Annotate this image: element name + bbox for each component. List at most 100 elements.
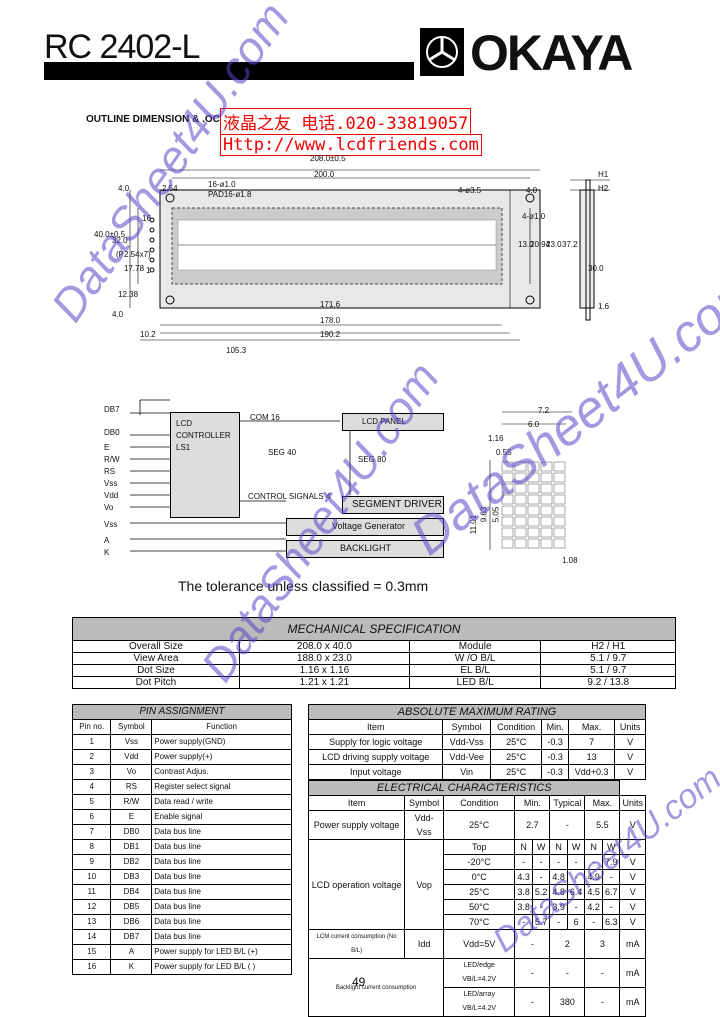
dot-cell: [527, 538, 540, 549]
dim-pin-hole: 16-ø1.0: [208, 180, 236, 189]
dot-cell: [514, 527, 527, 538]
dim-mount-hole: 4-ø3.5: [458, 186, 482, 195]
dot-cell: [501, 505, 514, 516]
pin-no: 10: [71, 869, 112, 885]
outline-drawing: [129, 169, 610, 341]
ec-head-cell: Symbol: [404, 795, 445, 811]
mech-cell: 1.21 x 1.21: [238, 676, 410, 689]
mech-cell: LED B/L: [408, 676, 542, 689]
dot-cell: [540, 494, 553, 505]
dim-1-6: 1.6: [598, 302, 610, 311]
seg80-label: SEG 80: [358, 455, 387, 464]
mech-cell: 9.2 / 13.8: [540, 676, 676, 689]
ec-cell: 2: [549, 929, 586, 959]
pin-no: 15: [71, 944, 112, 960]
block-input-label: Vss: [104, 520, 118, 529]
pin-symbol: DB5: [110, 899, 153, 915]
pin-no: 1: [71, 734, 112, 750]
block-input-label: K: [104, 548, 110, 557]
dot-cell: [514, 505, 527, 516]
amr-cell: V: [614, 749, 646, 765]
ec-head-cell: Min.: [514, 795, 551, 811]
dot-cell: [553, 461, 566, 472]
dim-190-2: 190.2: [320, 330, 341, 339]
dot-dim-6: 6.0: [528, 420, 540, 429]
mech-cell: W /O B/L: [408, 652, 542, 665]
dot-cell: [501, 494, 514, 505]
ec-cell: -: [514, 854, 533, 870]
ec-cell: mA: [619, 987, 646, 1017]
dot-cell: [553, 483, 566, 494]
ec-head-cell: Item: [307, 795, 406, 811]
pin-head-symbol: Symbol: [110, 719, 153, 735]
mech-cell: EL B/L: [408, 664, 542, 677]
dot-cell: [514, 494, 527, 505]
dim-4-left: 4.0: [118, 184, 130, 193]
dim-overall-width: 208.0±0.5: [310, 154, 346, 163]
ec-cell: 6.7: [601, 884, 621, 900]
pin-no: 4: [71, 779, 112, 795]
pin-function: Data read / write: [151, 794, 292, 810]
dot-cell: [501, 461, 514, 472]
amr-title: ABSOLUTE MAXIMUM RATING: [308, 704, 646, 720]
page-number: 49: [352, 975, 366, 989]
block-input-label: Vss: [104, 479, 118, 488]
dot-cell: [501, 538, 514, 549]
pin-title: PIN ASSIGNMENT: [72, 704, 292, 720]
stamp-line1: 液晶之友 电话.020-33819057: [220, 108, 472, 135]
amr-cell: V: [614, 734, 646, 750]
mech-cell: H2 / H1: [540, 640, 676, 653]
stamp-line2[interactable]: Http://www.lcdfriends.com: [220, 134, 482, 156]
dot-cell: [553, 472, 566, 483]
pin-symbol: A: [110, 944, 153, 960]
ec-cell: Idd: [404, 929, 445, 959]
amr-head-cell: Symbol: [442, 719, 491, 735]
pin-function: Enable signal: [151, 809, 292, 825]
pin-function: Contrast Adjus.: [151, 764, 292, 780]
pin-symbol: DB2: [110, 854, 153, 870]
ec-cell: mA: [619, 929, 646, 959]
amr-cell: Vdd-Vss: [442, 734, 491, 750]
ec-cell: Vop: [404, 839, 445, 930]
ec-cell: Vdd-Vss: [404, 810, 445, 840]
voltage-generator-box: [286, 518, 444, 536]
dot-cell: [501, 527, 514, 538]
dot-cell: [540, 505, 553, 516]
dim-37-2: 37.2: [562, 240, 578, 249]
ec-cell: N: [549, 839, 568, 855]
ec-cell: LCM current consumption (No B/L): [307, 929, 406, 959]
pin-no: 7: [71, 824, 112, 840]
pin-function: Data bus line: [151, 839, 292, 855]
pin-16-label: 16: [142, 214, 151, 223]
amr-cell: LCD driving supply voltage: [307, 749, 444, 765]
pin-function: Data bus line: [151, 869, 292, 885]
dot-cell: [540, 461, 553, 472]
lcd-panel-box: [342, 413, 444, 431]
amr-cell: Vin: [442, 764, 491, 780]
dot-cell: [501, 472, 514, 483]
mech-cell: Dot Pitch: [72, 676, 240, 689]
dot-cell: [540, 483, 553, 494]
ec-cell: Backlight current consumption: [307, 958, 445, 1017]
okaya-logo: OKAYA: [420, 25, 672, 84]
dim-105-3: 105.3: [226, 346, 247, 355]
pin-no: 9: [71, 854, 112, 870]
amr-cell: -0.3: [541, 734, 569, 750]
segment-driver-box: [342, 496, 444, 514]
amr-cell: Supply for logic voltage: [307, 734, 444, 750]
amr-head-cell: Item: [307, 719, 444, 735]
ec-cell: V: [619, 899, 646, 915]
